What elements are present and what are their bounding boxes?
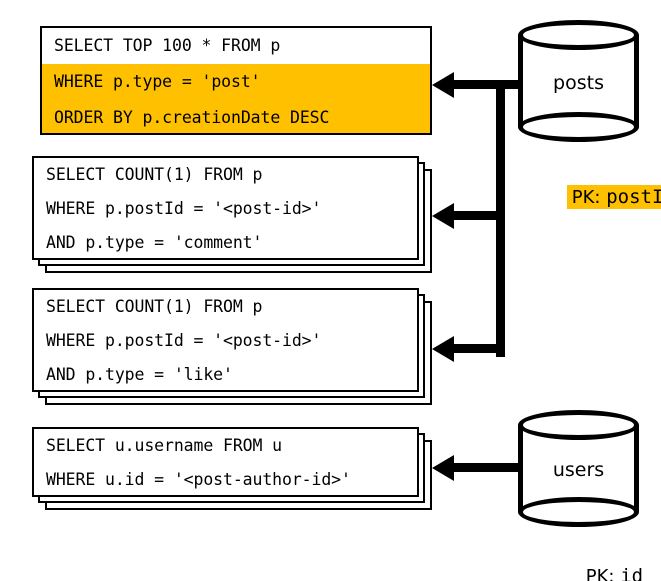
primary-key-value: postId (606, 186, 661, 208)
query-line-highlighted: ORDER BY p.creationDate DESC (42, 100, 430, 133)
primary-key-value: id (620, 565, 644, 581)
arrowhead-username (432, 454, 454, 481)
cylinder-top-ellipse (518, 410, 639, 440)
connector-stub-posts (496, 80, 520, 89)
query-card-face: SELECT COUNT(1) FROM p WHERE p.postId = … (32, 156, 419, 260)
query-line: SELECT COUNT(1) FROM p (46, 165, 263, 184)
cylinder-bottom-ellipse (518, 497, 639, 527)
connector-trunk-posts (496, 80, 505, 357)
arrowhead-top-posts (432, 71, 454, 98)
container-posts[interactable]: posts (518, 20, 639, 142)
connector-branch-username (452, 463, 520, 472)
connector-elbow-like-count (487, 335, 505, 353)
connector-branch-top-posts (452, 80, 500, 89)
query-line-highlighted: WHERE p.type = 'post' (42, 64, 430, 100)
query-line: AND p.type = 'like' (46, 365, 233, 384)
query-line: SELECT u.username FROM u (46, 436, 283, 455)
query-line: WHERE p.postId = '<post-id>' (46, 199, 322, 218)
arrowhead-like-count (432, 335, 454, 362)
primary-key-label-users: PK: id (540, 534, 643, 581)
query-line: AND p.type = 'comment' (46, 233, 263, 252)
primary-key-prefix: PK: (585, 566, 621, 581)
container-label: posts (553, 72, 604, 94)
primary-key-badge: PK: postId (566, 185, 661, 209)
container-users[interactable]: users (518, 410, 639, 527)
query-line: SELECT TOP 100 * FROM p (54, 36, 281, 55)
query-card-like-count-query[interactable]: SELECT COUNT(1) FROM p WHERE p.postId = … (32, 288, 432, 405)
query-card-face: SELECT u.username FROM u WHERE u.id = '<… (32, 427, 419, 497)
cylinder-top-ellipse (518, 20, 639, 50)
query-card-face: SELECT TOP 100 * FROM p WHERE p.type = '… (40, 26, 432, 135)
connector-branch-like-count (452, 344, 500, 353)
query-card-username-query[interactable]: SELECT u.username FROM u WHERE u.id = '<… (32, 427, 432, 510)
query-card-comment-count-query[interactable]: SELECT COUNT(1) FROM p WHERE p.postId = … (32, 156, 432, 273)
primary-key-prefix: PK: (571, 187, 607, 208)
container-label: users (552, 459, 605, 481)
query-line: SELECT COUNT(1) FROM p (46, 297, 263, 316)
arrowhead-comment-count (432, 202, 454, 229)
primary-key-plain: PK: id (586, 565, 643, 581)
primary-key-label-posts: PK: postId (521, 155, 661, 240)
query-line: WHERE u.id = '<post-author-id>' (46, 470, 351, 489)
cylinder-bottom-ellipse (518, 112, 639, 142)
query-line: WHERE p.postId = '<post-id>' (46, 331, 322, 350)
query-card-face: SELECT COUNT(1) FROM p WHERE p.postId = … (32, 288, 419, 392)
query-card-top-posts-query[interactable]: SELECT TOP 100 * FROM p WHERE p.type = '… (40, 26, 432, 135)
connector-branch-comment-count (452, 211, 500, 220)
